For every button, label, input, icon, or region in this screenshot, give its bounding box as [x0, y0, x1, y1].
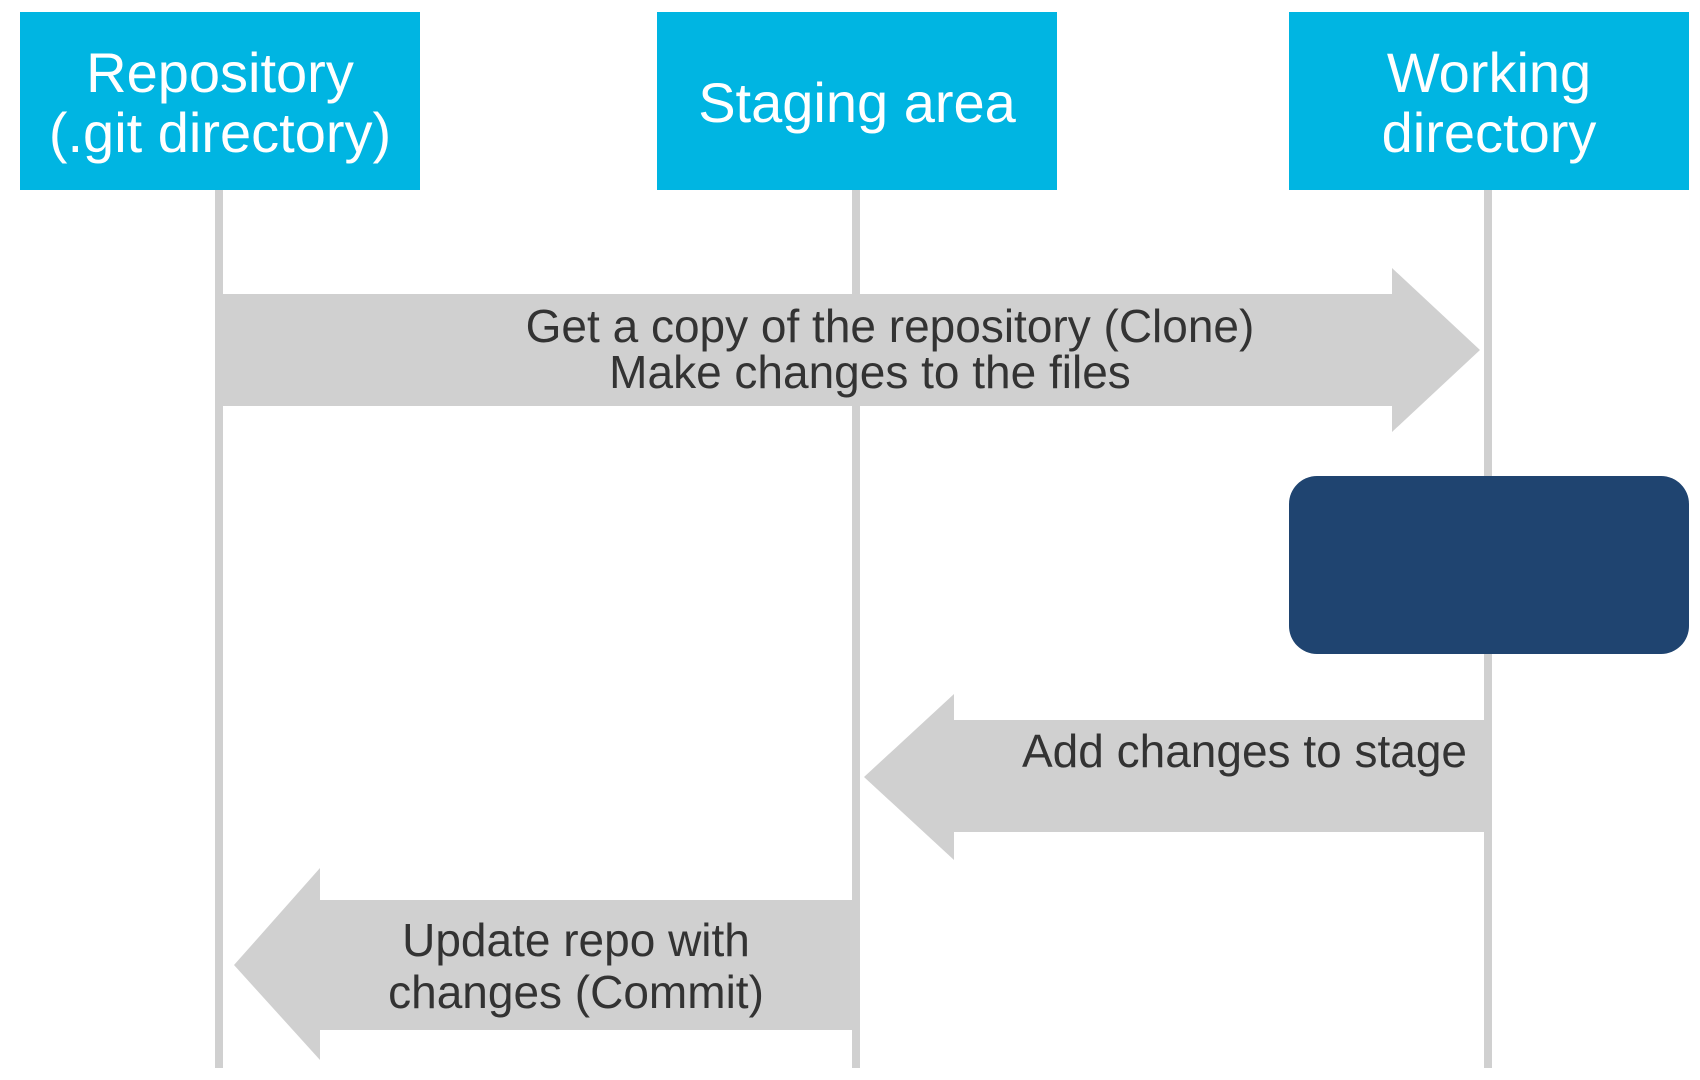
lane-header-repository: Repository (.git directory): [20, 12, 420, 190]
arrow-commit: Update repo with changes (Commit): [234, 868, 856, 1060]
lane-header-working-line-1: Working: [1387, 41, 1591, 104]
arrow-clone-line-2: Make changes to the files: [609, 346, 1131, 398]
lane-header-working: Working directory: [1289, 12, 1689, 190]
arrow-commit-line-1: Update repo with: [402, 914, 750, 966]
lane-header-repository-line-1: Repository: [86, 41, 354, 104]
lane-header-staging-line-1: Staging area: [698, 71, 1016, 134]
arrow-stage-line-1: Add changes to stage: [1022, 725, 1467, 777]
lane-header-repository-line-2: (.git directory): [49, 101, 391, 164]
arrow-stage: Add changes to stage: [864, 694, 1488, 860]
arrow-commit-line-2: changes (Commit): [388, 966, 764, 1018]
lane-header-working-line-2: directory: [1382, 101, 1597, 164]
lane-header-staging: Staging area: [657, 12, 1057, 190]
lifeline-staging: [852, 188, 860, 1068]
working-directory-activity-box: [1289, 476, 1689, 654]
arrow-clone-line-1: Get a copy of the repository (Clone): [526, 300, 1255, 352]
arrow-clone: Get a copy of the repository (Clone) Mak…: [219, 268, 1480, 432]
lifeline-repository: [215, 188, 223, 1068]
